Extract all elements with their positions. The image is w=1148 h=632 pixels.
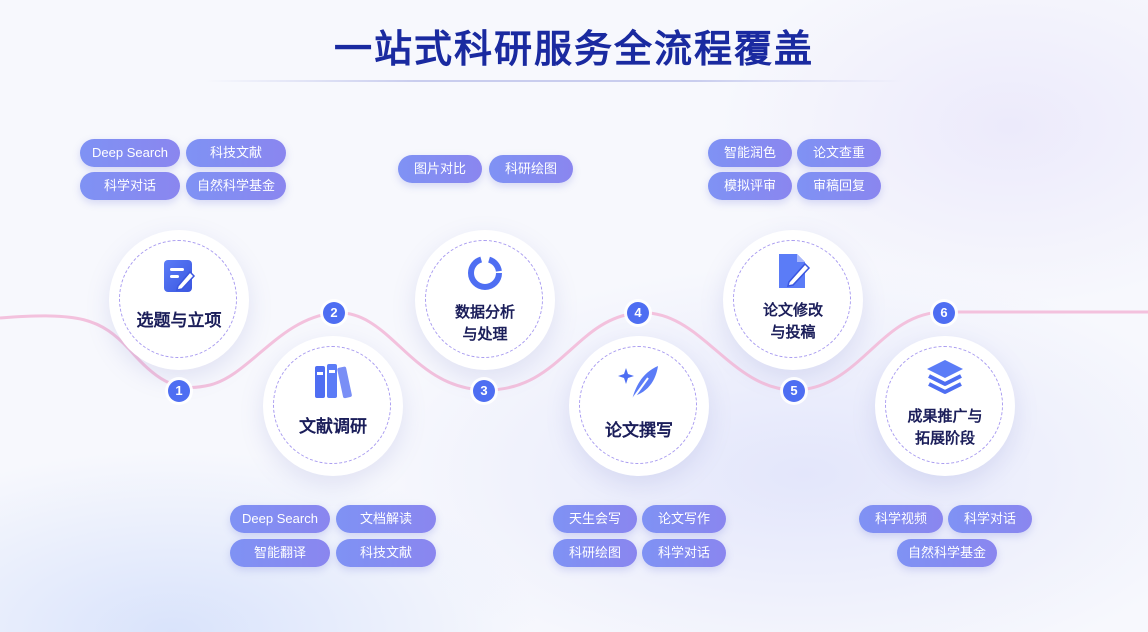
page-title: 一站式科研服务全流程覆盖	[333, 29, 814, 71]
stage-label-line1: 论文修改	[762, 302, 823, 319]
step-badge-1: 1	[168, 380, 190, 402]
stage-revision-submission[interactable]: 论文修改 与投稿	[723, 230, 863, 370]
title-divider	[205, 80, 905, 82]
stage-label: 论文撰写	[605, 421, 673, 440]
stage-ring	[579, 346, 697, 464]
tag-science-dialogue[interactable]: 科学对话	[80, 172, 180, 200]
tag-science-dialogue[interactable]: 科学对话	[642, 539, 726, 567]
step-badge-3: 3	[473, 380, 495, 402]
stage-ring	[733, 240, 851, 358]
quill-sparkle-icon	[618, 362, 660, 407]
tag-research-drawing[interactable]: 科研绘图	[489, 155, 573, 183]
tag-review-reply[interactable]: 审稿回复	[797, 172, 881, 200]
edit-file-icon	[775, 252, 811, 295]
stage-label-line1: 数据分析	[454, 304, 515, 321]
tag-smart-polish[interactable]: 智能润色	[708, 139, 792, 167]
stage-label: 选题与立项	[136, 311, 222, 330]
tag-mock-review[interactable]: 模拟评审	[708, 172, 792, 200]
step-badge-4: 4	[627, 302, 649, 324]
tag-document-reading[interactable]: 文档解读	[336, 505, 436, 533]
step-badge-6: 6	[933, 302, 955, 324]
tag-science-video[interactable]: 科学视频	[859, 505, 943, 533]
tag-nsf[interactable]: 自然科学基金	[186, 172, 286, 200]
donut-chart-icon	[466, 254, 504, 297]
edit-document-icon	[162, 258, 196, 299]
tag-plagiarism-check[interactable]: 论文查重	[797, 139, 881, 167]
stage-topic-selection[interactable]: 选题与立项	[109, 230, 249, 370]
stage-literature-review[interactable]: 文献调研	[263, 336, 403, 476]
tag-smart-translate[interactable]: 智能翻译	[230, 539, 330, 567]
tag-sci-tech-literature[interactable]: 科技文献	[186, 139, 286, 167]
layers-icon	[925, 358, 965, 401]
stage-label: 文献调研	[299, 417, 367, 436]
stage-label-line2: 与投稿	[770, 324, 816, 341]
stage-label-line1: 成果推广与	[907, 408, 983, 425]
tag-paper-writing[interactable]: 论文写作	[642, 505, 726, 533]
tag-sci-tech-literature[interactable]: 科技文献	[336, 539, 436, 567]
stage-ring	[425, 240, 543, 358]
stage-ring	[885, 346, 1003, 464]
stage-ring	[119, 240, 237, 358]
stage-ring	[273, 346, 391, 464]
tag-science-dialogue[interactable]: 科学对话	[948, 505, 1032, 533]
tag-deep-search[interactable]: Deep Search	[230, 505, 330, 533]
stage-label-line2: 拓展阶段	[914, 430, 975, 447]
step-badge-5: 5	[783, 380, 805, 402]
stage-paper-writing[interactable]: 论文撰写	[569, 336, 709, 476]
tag-research-drawing[interactable]: 科研绘图	[553, 539, 637, 567]
stage-data-analysis[interactable]: 数据分析 与处理	[415, 230, 555, 370]
stage-promotion-expansion[interactable]: 成果推广与 拓展阶段	[875, 336, 1015, 476]
tag-born-writer[interactable]: 天生会写	[553, 505, 637, 533]
step-badge-2: 2	[323, 302, 345, 324]
stage-label-line2: 与处理	[462, 326, 508, 343]
tag-image-compare[interactable]: 图片对比	[398, 155, 482, 183]
tag-deep-search[interactable]: Deep Search	[80, 139, 180, 167]
books-icon	[313, 362, 353, 405]
tag-nsf[interactable]: 自然科学基金	[897, 539, 997, 567]
